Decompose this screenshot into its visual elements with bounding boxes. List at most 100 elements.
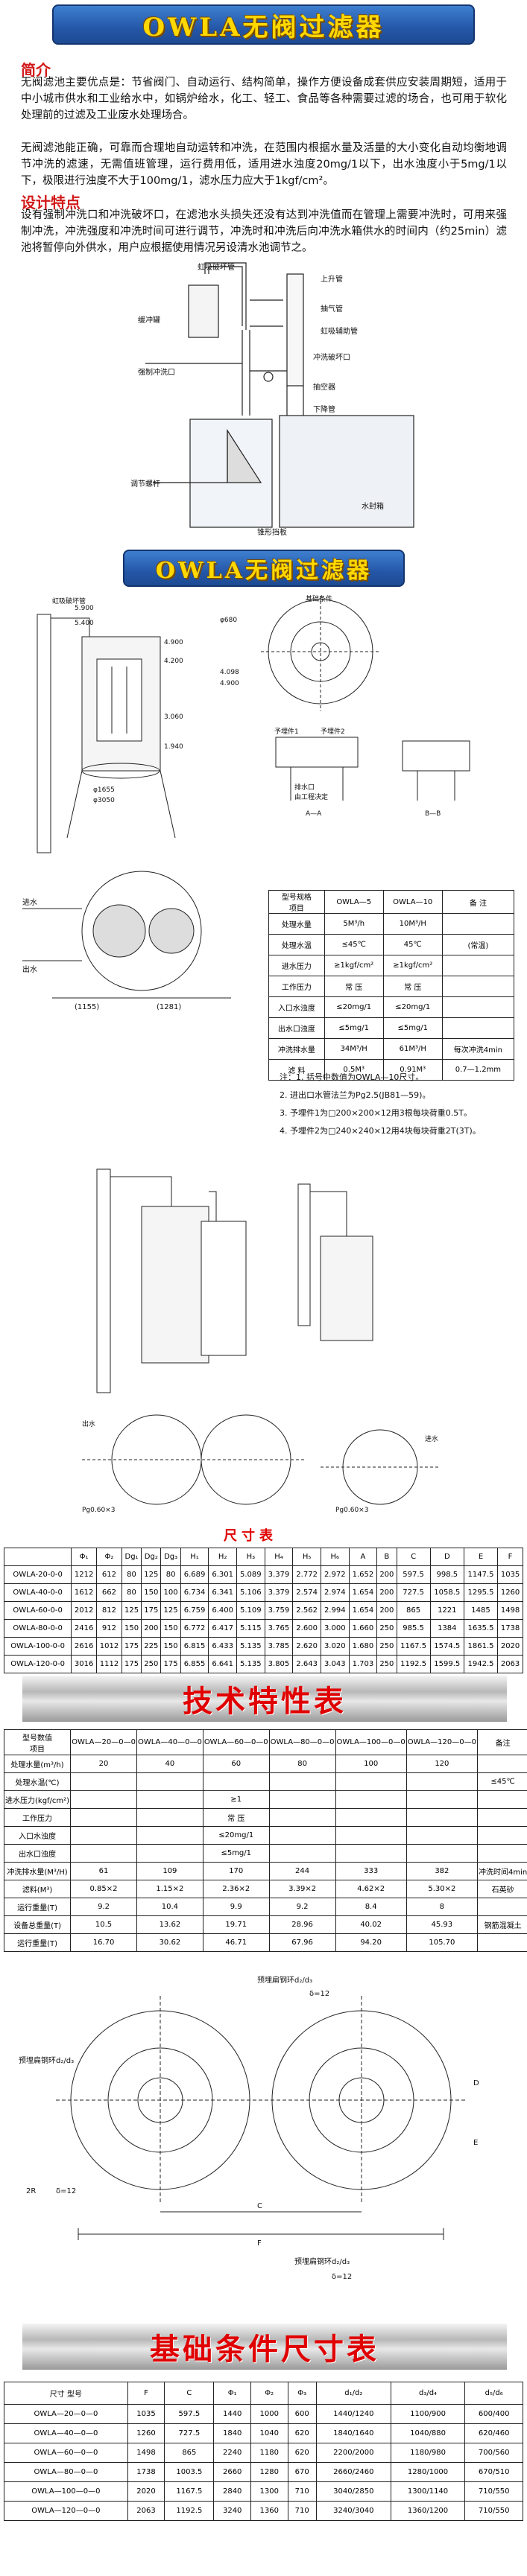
found-header-cell: 尺寸 型号	[4, 2382, 128, 2405]
tech-row: 工作压力常 压	[3, 1808, 527, 1827]
tech-cell: 40.02	[335, 1915, 407, 1934]
found-cell: 2660/2460	[315, 2462, 391, 2482]
second-title-banner: OWLA无阀过滤器	[123, 550, 405, 587]
tech-header-cell: OWLA—20—0—0	[70, 1729, 137, 1755]
spec-row: 进水压力≥1kgf/cm²≥1kgf/cm²	[268, 955, 515, 976]
found-header-cell: Φ₁	[213, 2382, 251, 2405]
tech-cell: 40	[136, 1755, 203, 1773]
tech-cell: 进水压力(kgf/cm²)	[3, 1790, 72, 1809]
dim-cell: 6.855	[180, 1655, 209, 1673]
spec-cell	[441, 996, 515, 1018]
tech-cell	[476, 1933, 527, 1952]
dim-cell: 2416	[71, 1619, 98, 1638]
tech-cell: ≤20mg/1	[202, 1826, 270, 1845]
spec-note-2: 2. 进出口水管法兰为Pg2.5(JB81—59)。	[280, 1090, 431, 1100]
spec-header-3: 备 注	[441, 890, 515, 914]
dim-header-cell	[3, 1548, 72, 1566]
tech-cell	[136, 1826, 203, 1845]
dim-cell: 1.703	[348, 1655, 378, 1673]
dim-cell: 3.379	[264, 1583, 294, 1602]
dim-cell: 250	[376, 1655, 397, 1673]
spec-cell: ≤5mg/1	[324, 1017, 384, 1039]
found-cell: 1738	[127, 2462, 165, 2482]
dim-cell: 1058.5	[429, 1583, 464, 1602]
found-cell: 1180/980	[390, 2443, 466, 2463]
dim-cell: 200	[376, 1583, 397, 1602]
label-dim-1281: (1281)	[157, 1003, 181, 1011]
label-pipe-2: Pg0.60×3	[335, 1507, 368, 1514]
tech-cell	[70, 1772, 137, 1791]
tech-cell: 8	[405, 1898, 478, 1916]
tech-cell: 设备总重量(T)	[3, 1915, 72, 1934]
dim-cell: 597.5	[396, 1565, 431, 1584]
spec-cell: 0.91M³	[382, 1059, 443, 1081]
dim-cell: 6.815	[180, 1637, 209, 1656]
label-embed-2: 予埋件2	[321, 727, 345, 736]
spec-cell: 34M³/H	[324, 1038, 384, 1060]
found-cell: 1280	[250, 2462, 288, 2482]
spec-note-4: 4. 予埋件2为□240×240×12用4块每块荷重2T(3T)。	[280, 1126, 481, 1136]
dim-cell: 2.600	[292, 1619, 321, 1638]
tech-header-cell: OWLA—120—0—0	[405, 1729, 478, 1755]
tech-cell	[202, 1772, 270, 1791]
elevation-diagram-svg: 虹吸破坏管 基础条件 予埋件1 予埋件2 排水口 由工程决定 A—A B—B 5…	[37, 594, 470, 853]
found-cell: 710	[287, 2501, 317, 2521]
tech-cell	[70, 1826, 137, 1845]
found-cell: OWLA—100—0—0	[4, 2481, 128, 2502]
dim-cell: 2616	[71, 1637, 98, 1656]
spec-header-2: OWLA—10	[382, 890, 443, 914]
dim-cell: 2020	[497, 1637, 523, 1656]
tech-cell: 8.4	[335, 1898, 407, 1916]
spec-row: 入口水浊度≤20mg/1≤20mg/1	[268, 996, 515, 1018]
found-cell: 1840/1640	[315, 2423, 391, 2443]
dim-cell: 1.652	[348, 1565, 378, 1584]
tech-cell: 16.70	[70, 1933, 137, 1952]
found-cell: 700/560	[464, 2443, 523, 2463]
label-foundation: 基础条件	[306, 594, 332, 603]
found-cell: 600/400	[464, 2404, 523, 2424]
dim-header-cell: C	[396, 1548, 431, 1566]
tech-cell: 处理水量(m³/h)	[3, 1755, 72, 1773]
spec-cell: 61M³/H	[382, 1038, 443, 1060]
plan-diagram-svg: 进水 出水 (1155) (1281)	[22, 871, 231, 1011]
found-cell: 2063	[127, 2501, 165, 2521]
tech-cell	[70, 1790, 137, 1809]
label-dim-3060: 3.060	[164, 713, 183, 721]
tech-title: 技术特性表	[183, 1685, 347, 1719]
dim-cell: 1599.5	[429, 1655, 464, 1673]
found-cell: 1180	[250, 2443, 288, 2463]
label-cone-plate: 锥形挡板	[257, 527, 287, 537]
found-cell: 1003.5	[164, 2462, 215, 2482]
label-down-pipe: 下降管	[313, 404, 335, 414]
spec-cell: 10M³/H	[382, 913, 443, 935]
dim-cell: 1.654	[348, 1583, 378, 1602]
tech-cell: 61	[70, 1862, 137, 1880]
tech-cell: 5.30×2	[405, 1880, 478, 1898]
dim-cell: 6.689	[180, 1565, 209, 1584]
tech-item-label: 项目	[30, 1745, 45, 1754]
label-water-box: 水封箱	[362, 501, 384, 511]
tech-cell: 出水口浊度	[3, 1844, 72, 1863]
found-cell: 1440/1240	[315, 2404, 391, 2424]
tech-cell: 244	[268, 1862, 336, 1880]
tech-header-cell: 备注	[476, 1729, 527, 1755]
dim-cell: 5.135	[236, 1637, 265, 1656]
label-siphon-break-pipe: 虹吸破坏管	[52, 597, 86, 605]
label-siphon-break: 虹吸破坏管	[198, 262, 235, 272]
tech-cell	[268, 1772, 336, 1791]
tech-cell: 4.62×2	[335, 1880, 407, 1898]
label-siphon-aux: 虹吸辅助管	[321, 326, 358, 336]
spec-header-item: 型号规格项目	[268, 890, 325, 914]
